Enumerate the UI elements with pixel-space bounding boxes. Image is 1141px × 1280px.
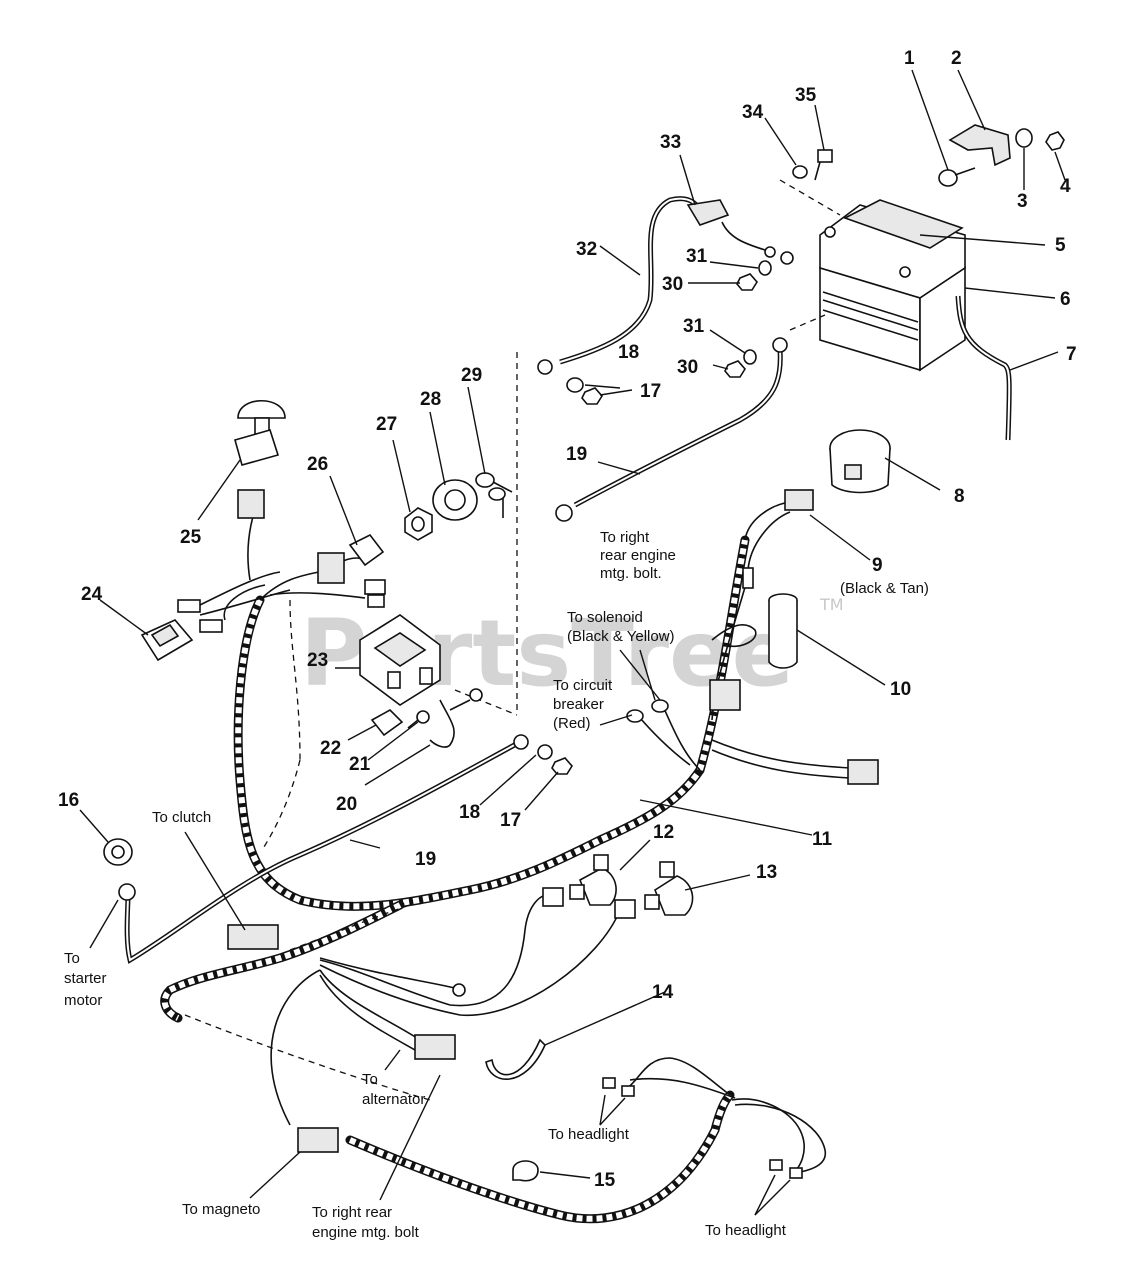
note-right-rear-1c: mtg. bolt.	[600, 565, 662, 582]
callout-31-lower: 31	[683, 316, 705, 337]
bolt-35	[814, 149, 833, 181]
circuit-breaker	[686, 199, 730, 226]
callout-17-lower: 17	[500, 810, 521, 831]
callout-3: 3	[1017, 191, 1028, 212]
callout-9: 9	[872, 555, 883, 576]
seat-switch	[234, 399, 286, 466]
note-right-rear-2b: engine mtg. bolt	[312, 1224, 420, 1241]
callout-17-upper: 17	[640, 381, 661, 402]
part-13	[644, 861, 694, 916]
note-magneto: To magneto	[182, 1201, 260, 1218]
callout-15: 15	[594, 1170, 616, 1191]
callout-29: 29	[461, 365, 482, 386]
callout-5: 5	[1055, 235, 1066, 256]
callout-14: 14	[652, 982, 674, 1003]
callout-26: 26	[307, 454, 328, 475]
note-solenoid-a: To solenoid	[567, 609, 643, 626]
clip-14	[485, 1038, 546, 1080]
bolt	[938, 167, 976, 187]
callout-18-upper: 18	[618, 342, 639, 363]
bracket	[948, 124, 1011, 167]
alternator-connector	[414, 1034, 456, 1060]
callout-19-upper: 19	[566, 444, 587, 465]
battery	[819, 199, 966, 372]
note-headlight-2: To headlight	[705, 1222, 787, 1239]
callout-10: 10	[890, 679, 911, 700]
callout-12: 12	[653, 822, 674, 843]
note-clutch: To clutch	[152, 809, 211, 826]
note-right-rear-2a: To right rear	[312, 1204, 392, 1221]
note-alternator-b: alternator	[362, 1091, 425, 1108]
note-starter-a: To	[64, 950, 80, 967]
callout-24: 24	[81, 584, 103, 605]
callout-13: 13	[756, 862, 777, 883]
ignition-bezel	[432, 479, 478, 521]
callout-31-upper: 31	[686, 246, 708, 267]
callout-23: 23	[307, 650, 328, 671]
callout-22: 22	[320, 738, 341, 759]
connector-plug	[847, 759, 879, 785]
clutch-connector	[227, 924, 279, 950]
boot-16	[103, 838, 133, 866]
ignition-keys	[475, 472, 513, 518]
note-starter-b: starter	[64, 970, 107, 987]
note-breaker-a: To circuit	[553, 677, 613, 694]
note-solenoid-b: (Black & Yellow)	[567, 628, 675, 645]
note-right-rear-1a: To right	[600, 529, 650, 546]
callout-30-upper: 30	[662, 274, 683, 295]
callout-33: 33	[660, 132, 681, 153]
washer	[1015, 128, 1033, 148]
fuse-holder	[768, 593, 798, 669]
callout-25: 25	[180, 527, 202, 548]
callout-6: 6	[1060, 289, 1071, 310]
note-starter-c: motor	[64, 992, 102, 1009]
note-right-rear-1b: rear engine	[600, 547, 676, 564]
switch-26	[348, 533, 386, 608]
ignition-nut	[404, 507, 433, 541]
callout-34: 34	[742, 102, 764, 123]
callout-30-lower: 30	[677, 357, 698, 378]
connector-25	[237, 489, 265, 519]
callout-21: 21	[349, 754, 371, 775]
callout-1: 1	[904, 48, 915, 69]
callout-16: 16	[58, 790, 79, 811]
nut	[1045, 131, 1065, 151]
part-12	[569, 854, 617, 906]
callout-19-lower: 19	[415, 849, 436, 870]
callout-28: 28	[420, 389, 441, 410]
note-black-tan: (Black & Tan)	[840, 580, 929, 597]
ignition-switch	[359, 614, 441, 706]
note-alternator-a: To	[362, 1071, 378, 1088]
diode-22	[370, 709, 404, 737]
callout-8: 8	[954, 486, 965, 507]
note-breaker-c: (Red)	[553, 715, 591, 732]
clip-15	[512, 1160, 539, 1182]
callout-20: 20	[336, 794, 357, 815]
battery-cap	[829, 429, 891, 494]
callout-32: 32	[576, 239, 597, 260]
callout-4: 4	[1060, 176, 1071, 197]
washer-34	[792, 165, 808, 179]
callout-35: 35	[795, 85, 817, 106]
connector-9	[784, 489, 814, 511]
screw-21	[407, 710, 430, 729]
note-headlight-1: To headlight	[548, 1126, 630, 1143]
callout-7: 7	[1066, 344, 1077, 365]
callout-11: 11	[812, 829, 833, 850]
callout-27: 27	[376, 414, 397, 435]
callout-18-lower: 18	[459, 802, 480, 823]
watermark-tm: TM	[819, 595, 844, 614]
callout-2: 2	[951, 48, 962, 69]
switch-24	[140, 619, 194, 662]
note-breaker-b: breaker	[553, 696, 604, 713]
magneto-connector	[297, 1127, 339, 1153]
